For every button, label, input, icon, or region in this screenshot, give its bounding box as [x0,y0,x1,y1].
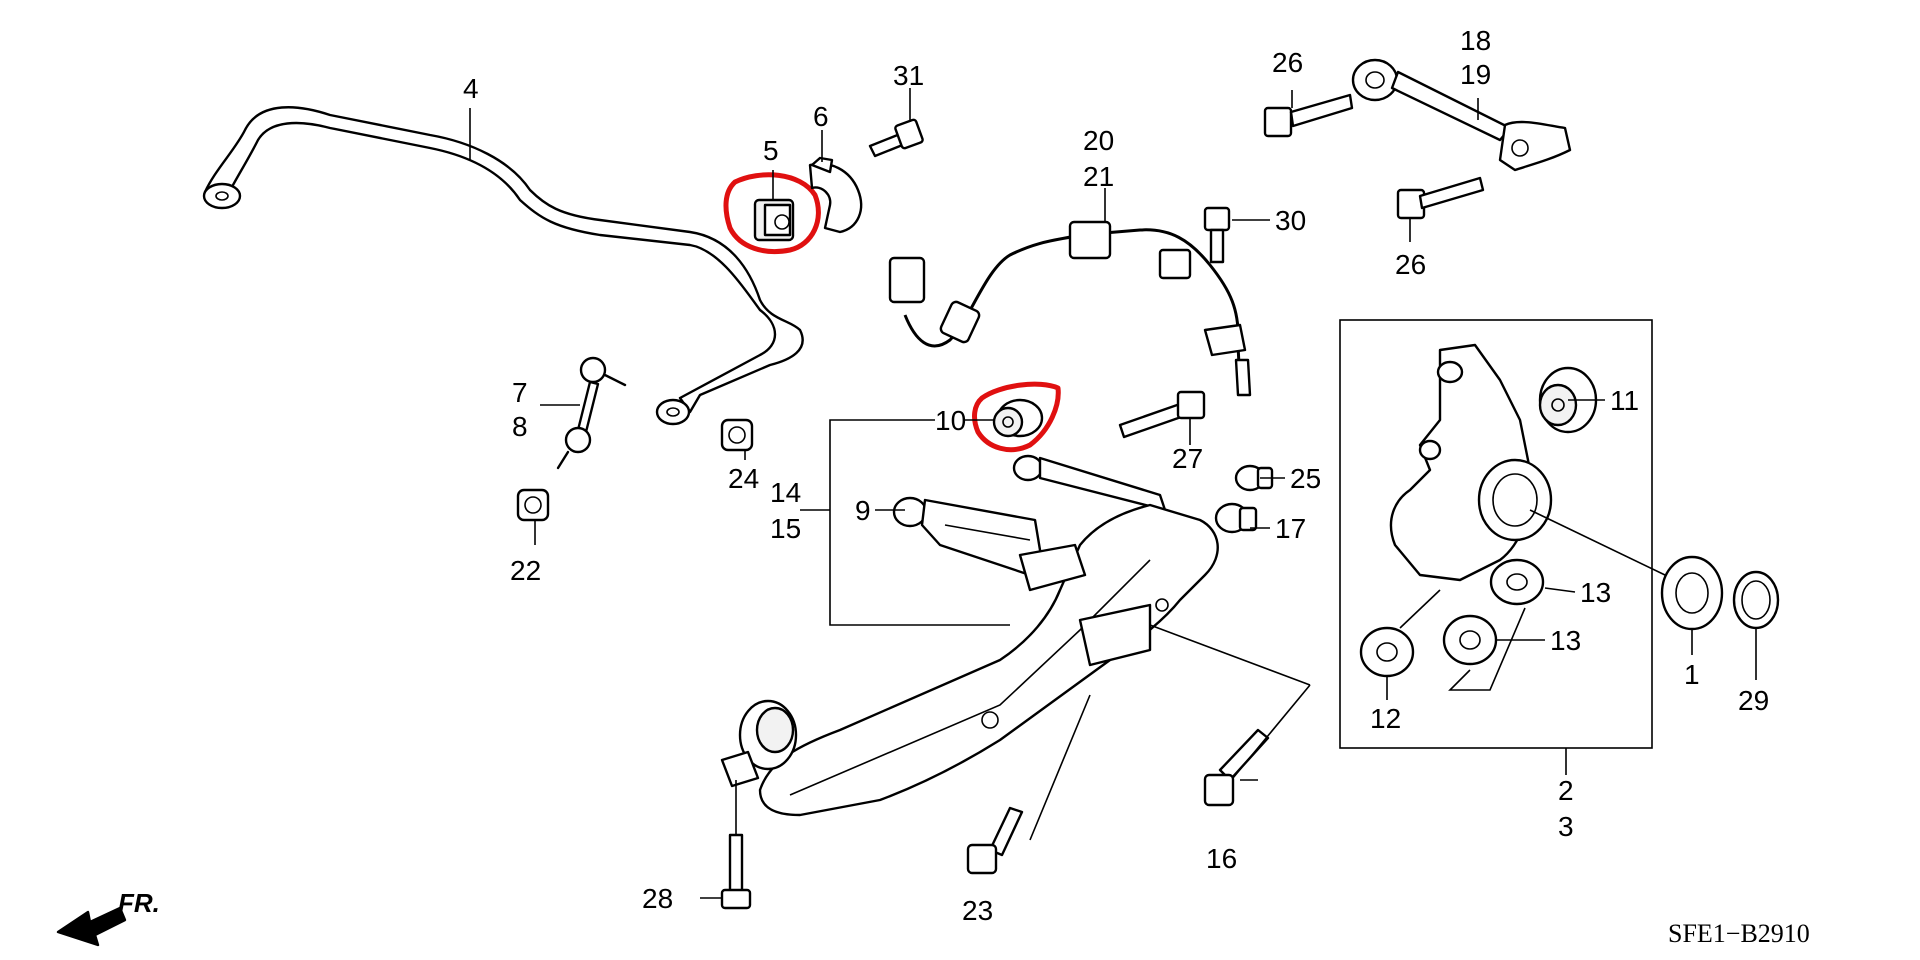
part-17-nut [1214,502,1258,534]
part-5-bushing [753,198,795,242]
callout-13-lower: 13 [1550,625,1581,656]
part-27-bolt [1118,390,1206,439]
callout-28: 28 [642,883,673,914]
callout-31: 31 [893,60,924,91]
callout-19: 19 [1460,59,1491,90]
part-20-21-sensor-harness [888,220,1252,397]
callout-20: 20 [1083,125,1114,156]
callout-25: 25 [1290,463,1321,494]
callout-10: 10 [935,405,966,436]
callout-15: 15 [770,513,801,544]
part-30-bolt [1203,206,1231,264]
callout-5: 5 [763,135,779,166]
callout-3: 3 [1558,811,1574,842]
part-16-bolt [1203,728,1270,807]
callout-2: 2 [1558,775,1574,806]
part-10-bushing [992,398,1044,438]
part-7-8-stabilizer-link [556,356,627,470]
part-13-bushing-lower [1442,614,1498,666]
part-6-bracket [808,156,863,234]
callout-6: 6 [813,101,829,132]
callout-12: 12 [1370,703,1401,734]
callout-26-upper: 26 [1272,47,1303,78]
callout-27: 27 [1172,443,1203,474]
callout-26-lower: 26 [1395,249,1426,280]
part-25-nut [1234,464,1274,492]
part-23-bolt [966,806,1024,875]
callout-4: 4 [463,73,479,104]
subframe-trailing-arm [720,503,1219,817]
diagram-code: SFE1−B2910 [1668,919,1810,948]
callout-1: 1 [1684,659,1700,690]
part-12-bushing [1359,626,1415,678]
callout-29: 29 [1738,685,1769,716]
part-9-lower-arm [892,496,1047,582]
front-direction-label: FR. [118,888,160,918]
knuckle-group-box [1339,319,1653,749]
callout-14: 14 [770,477,801,508]
callout-23: 23 [962,895,993,926]
callout-17: 17 [1275,513,1306,544]
callout-30: 30 [1275,205,1306,236]
part-18-19-upper-arm [1351,58,1572,172]
part-26-bolt-lower [1396,176,1485,220]
part-24-nut [720,418,754,452]
callout-9: 9 [855,495,871,526]
callout-13-upper: 13 [1580,577,1611,608]
part-28-bolt [720,833,752,910]
part-26-bolt-upper [1263,93,1354,138]
callout-labels: 4 5 6 31 20 21 30 18 19 26 26 7 8 24 22 … [118,25,1810,948]
highlight-ring-10 [972,381,1061,453]
callout-21: 21 [1083,161,1114,192]
front-direction-arrow [56,906,127,947]
part-22-nut [516,488,550,522]
callout-7: 7 [512,377,528,408]
callout-11: 11 [1610,385,1639,416]
part-1-hub-bearing [1660,555,1724,631]
callout-8: 8 [512,411,528,442]
callout-22: 22 [510,555,541,586]
part-2-3-knuckle [1389,343,1553,582]
callout-16: 16 [1206,843,1237,874]
highlight-ring-5 [723,172,821,255]
part-31-bolt [868,118,924,158]
callout-18: 18 [1460,25,1491,56]
part-29-snap-ring [1732,570,1780,630]
callout-24: 24 [728,463,759,494]
leader-lines [469,88,1757,899]
part-14-15-lower-arm [1012,454,1167,512]
part-13-bushing-upper [1489,558,1545,606]
stabilizer-bar [202,106,804,426]
